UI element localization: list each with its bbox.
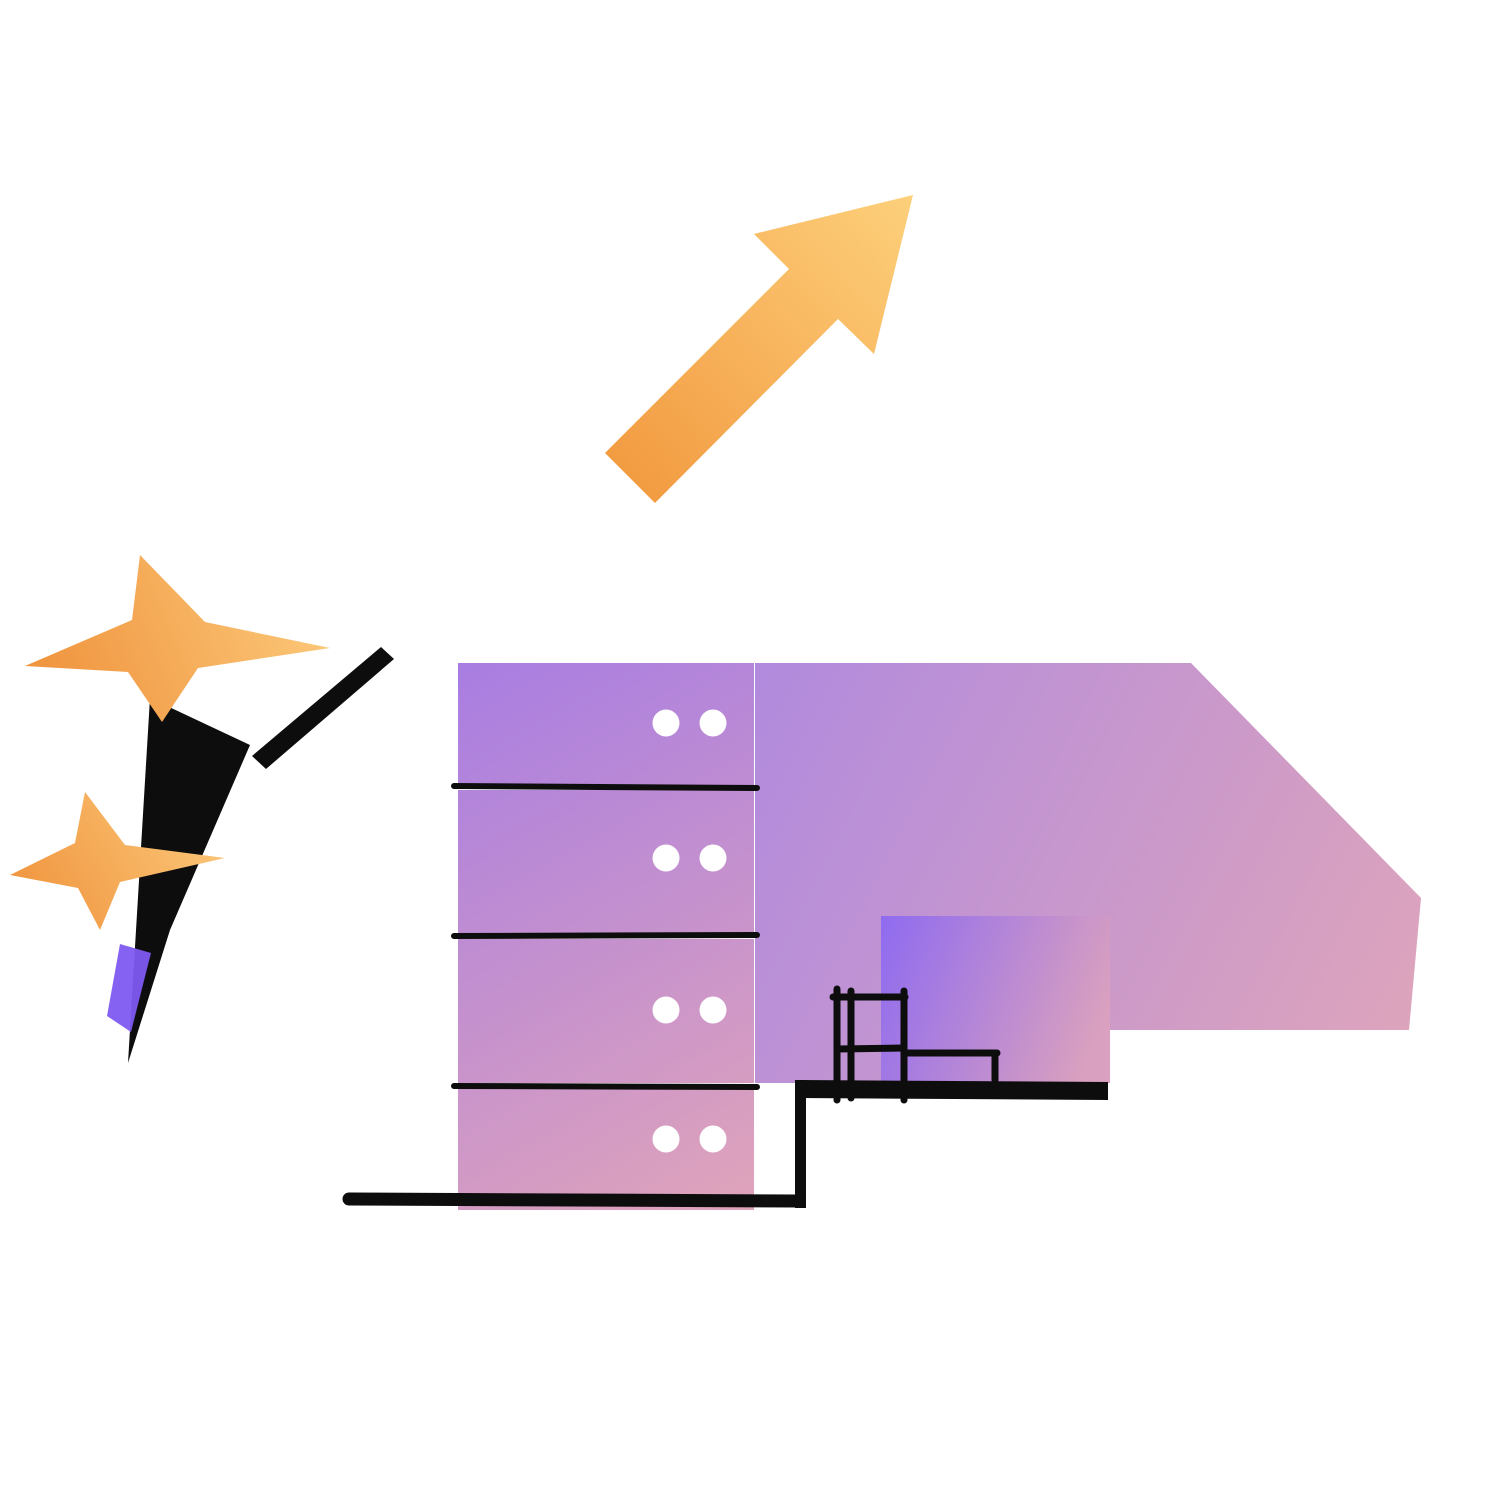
sparkle-large-icon (25, 555, 330, 722)
led-dot (652, 709, 680, 737)
pencil-stroke (252, 647, 394, 769)
unit-divider (451, 1083, 760, 1090)
led-dot (699, 996, 727, 1024)
ground-post (795, 1080, 806, 1208)
ground-line (342, 1192, 805, 1208)
sparkle-small-icon (10, 792, 225, 930)
unit-divider (451, 932, 760, 939)
ground-shadow (799, 1080, 1108, 1100)
led-dot (699, 709, 727, 737)
led-dot (652, 996, 680, 1024)
led-dot (652, 844, 680, 872)
led-dot (652, 1125, 680, 1153)
server-rack (451, 663, 760, 1210)
dark-shard (128, 698, 250, 1063)
unit-divider (451, 783, 760, 791)
led-dot (699, 1125, 727, 1153)
growth-arrow-icon (605, 195, 913, 503)
purple-streak (107, 944, 151, 1032)
led-dot (699, 844, 727, 872)
